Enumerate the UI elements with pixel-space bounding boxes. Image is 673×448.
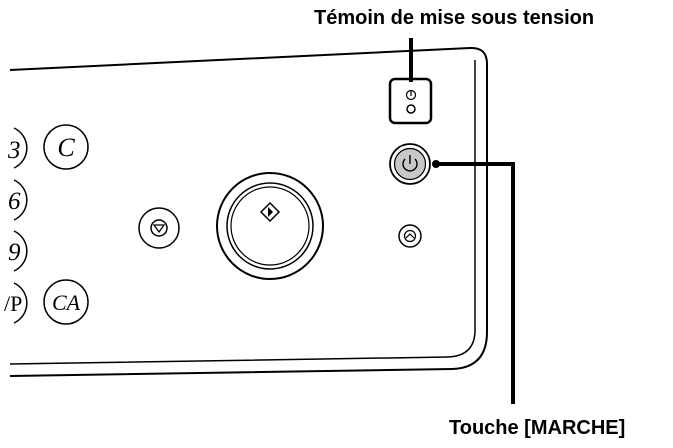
key-3-label: 3: [7, 137, 21, 164]
power-indicator-lamp: [406, 104, 416, 114]
power-save-icon: [403, 229, 417, 243]
start-icon: [259, 201, 281, 223]
power-indicator: [388, 77, 433, 125]
start-key[interactable]: [216, 172, 324, 280]
clear-key[interactable]: C: [43, 124, 89, 170]
stop-key[interactable]: [138, 207, 180, 249]
power-indicator-callout: Témoin de mise sous tension: [314, 7, 595, 29]
leader-line-power-key: [432, 160, 515, 404]
power-save-key[interactable]: [398, 224, 422, 248]
panel-outline-inner: [9, 60, 476, 365]
power-key-callout: Touche [MARCHE]: [449, 417, 626, 439]
clear-all-key[interactable]: CA: [43, 279, 89, 325]
stop-icon: [150, 219, 168, 237]
panel-outline-outer: [9, 46, 488, 377]
key-partial-p-label: /P: [4, 291, 22, 316]
clear-all-key-label: CA: [52, 290, 81, 315]
key-6-label: 6: [8, 188, 21, 215]
power-indicator-icon: [405, 89, 417, 101]
keypad-partial: 3 6 9 /P: [4, 127, 28, 324]
clear-key-label: C: [57, 133, 75, 162]
key-9-label: 9: [8, 239, 21, 266]
power-key[interactable]: [389, 143, 431, 185]
power-icon: [402, 155, 418, 172]
